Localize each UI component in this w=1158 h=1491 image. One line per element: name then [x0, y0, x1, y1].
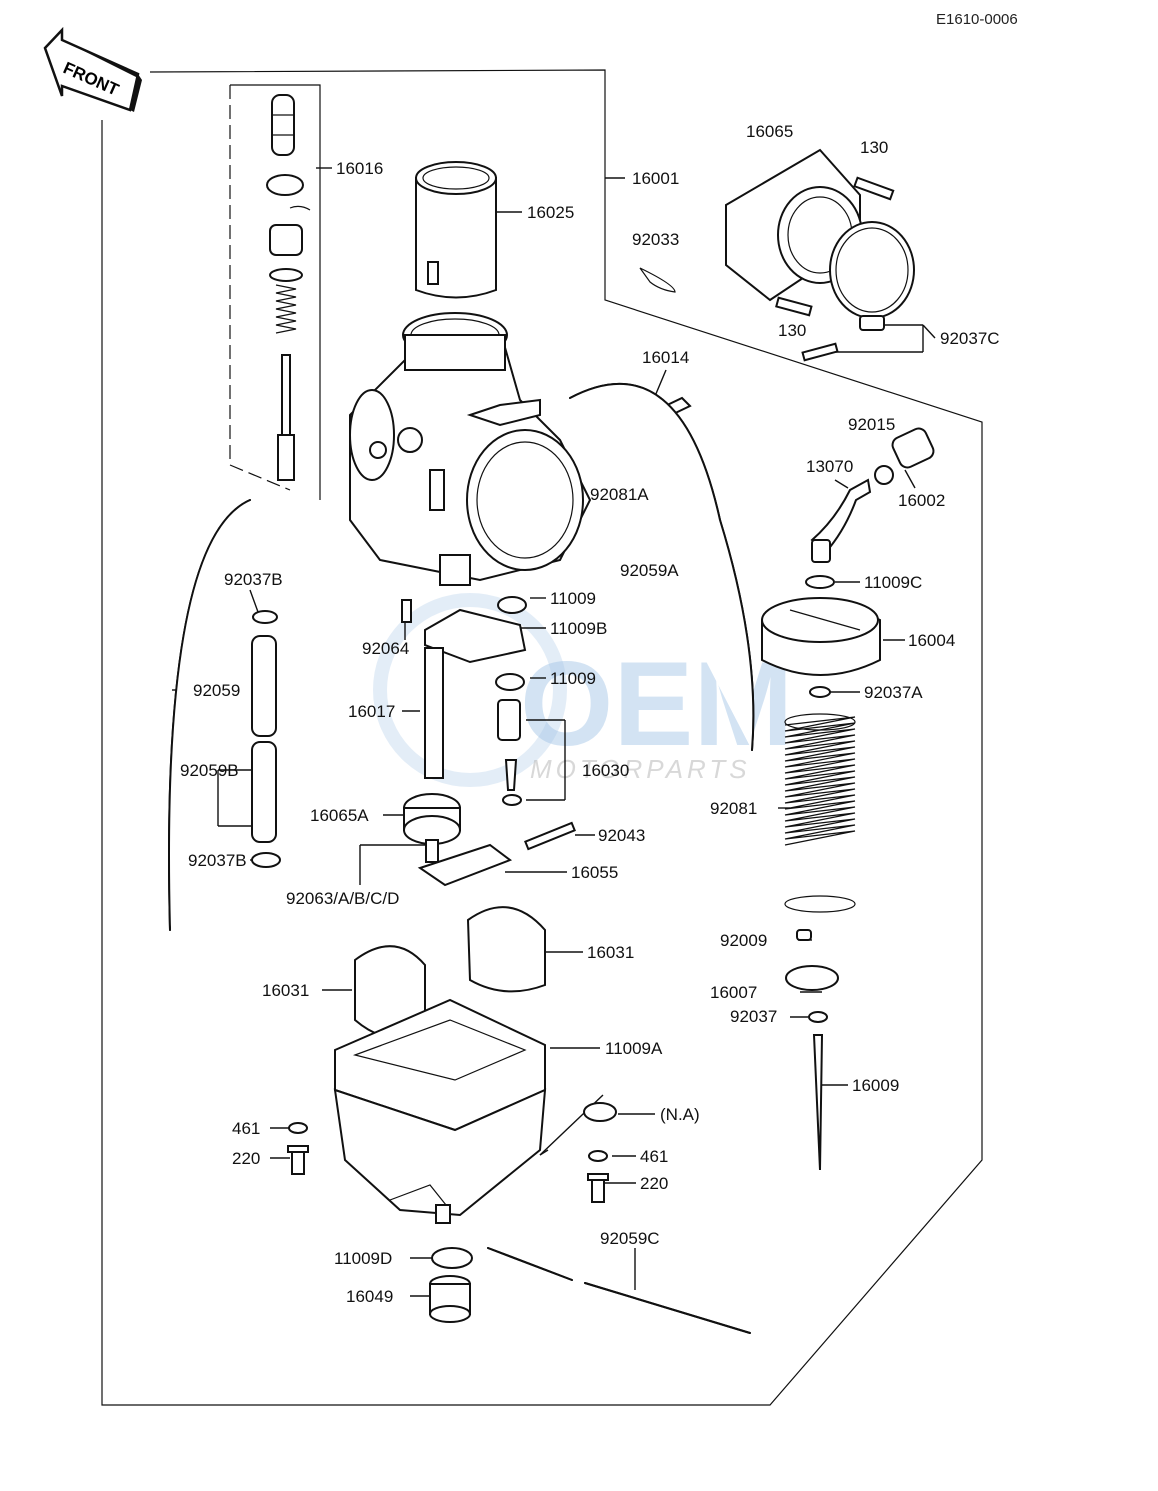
- label-461-right: 461: [640, 1147, 668, 1166]
- label-92064: 92064: [362, 639, 409, 658]
- label-92059A: 92059A: [620, 561, 679, 580]
- floats: [354, 906, 546, 1039]
- label-16065A: 16065A: [310, 806, 369, 825]
- float-valve-parts: [401, 596, 576, 887]
- label-130-bottom: 130: [778, 321, 806, 340]
- label-220-right: 220: [640, 1174, 668, 1193]
- label-92081A: 92081A: [590, 485, 649, 504]
- label-92081: 92081: [710, 799, 757, 818]
- label-92037B-bottom: 92037B: [188, 851, 247, 870]
- label-16004: 16004: [908, 631, 955, 650]
- label-16055: 16055: [571, 863, 618, 882]
- throttle-slide: [415, 161, 497, 299]
- needle-retainer: [785, 929, 839, 1171]
- label-11009B: 11009B: [550, 619, 607, 638]
- label-92037C: 92037C: [940, 329, 1000, 348]
- label-16031-left: 16031: [262, 981, 309, 1000]
- top-cap-assembly: [761, 427, 935, 698]
- label-11009-mid: 11009: [550, 669, 596, 688]
- intake-flange: [725, 148, 915, 362]
- label-461-left: 461: [232, 1119, 260, 1138]
- label-11009C: 11009C: [864, 573, 922, 592]
- label-16065: 16065: [746, 122, 793, 141]
- slide-spring: [784, 713, 856, 913]
- label-16002: 16002: [898, 491, 945, 510]
- label-220-left: 220: [232, 1149, 260, 1168]
- part-labels: 16001 16016 16025 92033 16065 130 130 92…: [180, 122, 1000, 1306]
- bowl-screws: [287, 1102, 617, 1203]
- clip-92033: [639, 267, 676, 293]
- label-13070: 13070: [806, 457, 853, 476]
- label-11009-top: 11009: [550, 589, 596, 608]
- label-16001: 16001: [632, 169, 679, 188]
- leader-lines: [172, 167, 936, 1297]
- label-130-top: 130: [860, 138, 888, 157]
- label-92015: 92015: [848, 415, 895, 434]
- label-92037: 92037: [730, 1007, 777, 1026]
- label-92059B: 92059B: [180, 761, 239, 780]
- hoses: [168, 382, 755, 1334]
- float-bowl: [333, 998, 547, 1224]
- label-92033: 92033: [632, 230, 679, 249]
- label-NA: (N.A): [660, 1105, 700, 1124]
- label-16025: 16025: [527, 203, 574, 222]
- label-92043: 92043: [598, 826, 645, 845]
- label-16031-right: 16031: [587, 943, 634, 962]
- vent-tubes: [251, 610, 281, 868]
- label-11009A: 11009A: [605, 1039, 663, 1058]
- label-16017: 16017: [348, 702, 395, 721]
- front-arrow-icon: FRONT: [43, 26, 142, 112]
- label-16009: 16009: [852, 1076, 899, 1095]
- label-92037A: 92037A: [864, 683, 923, 702]
- watermark-subtext: MOTORPARTS: [530, 754, 751, 784]
- label-16049: 16049: [346, 1287, 393, 1306]
- label-16016: 16016: [336, 159, 383, 178]
- assembly-frame: [101, 69, 983, 1406]
- label-92059: 92059: [193, 681, 240, 700]
- label-92009: 92009: [720, 931, 767, 950]
- label-92063: 92063/A/B/C/D: [286, 889, 399, 908]
- jet-needle-assembly: [266, 94, 311, 481]
- reference-code: E1610-0006: [936, 11, 1018, 28]
- drain-plug: [429, 1247, 473, 1323]
- label-11009D: 11009D: [334, 1249, 392, 1268]
- label-92037B-top: 92037B: [224, 570, 283, 589]
- label-16030: 16030: [582, 761, 629, 780]
- label-16007: 16007: [710, 983, 757, 1002]
- label-92059C: 92059C: [600, 1229, 660, 1248]
- label-16014: 16014: [642, 348, 689, 367]
- carburetor-body: [349, 312, 592, 586]
